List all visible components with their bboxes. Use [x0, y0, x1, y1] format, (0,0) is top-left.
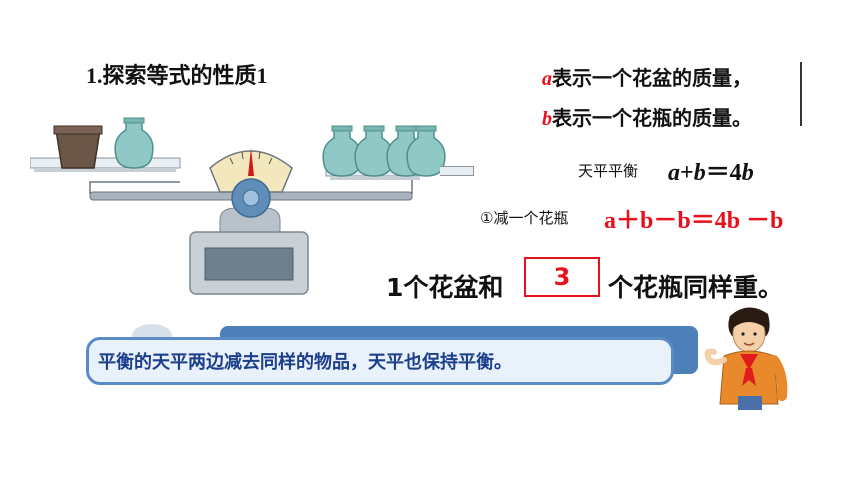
vase-icon [114, 117, 154, 169]
answer-box: 3 [524, 257, 600, 297]
balance-label: 天平平衡 [578, 162, 639, 180]
definition-line-a: a表示一个花盆的质量， [542, 62, 752, 91]
step-label: ①减一个花瓶 [480, 209, 569, 227]
vase-icon [322, 125, 362, 177]
eq1-b: b [693, 160, 706, 186]
variable-b: b [542, 108, 552, 130]
variable-a: a [542, 68, 552, 90]
eq1-a: a [668, 160, 680, 186]
speech-bubble-text: 平衡的天平两边减去同样的物品，天平也保持平衡。 [98, 352, 512, 373]
answer-prefix: 1个花盆和 [386, 273, 504, 302]
definition-text-b: 表示一个花瓶的质量。 [552, 108, 752, 130]
eq1-plus: + [680, 160, 694, 186]
speech-bubble [86, 337, 674, 385]
answer-suffix: 个花瓶同样重。 [608, 273, 784, 302]
vase-icon [406, 125, 446, 177]
left-pan [30, 157, 181, 172]
definition-divider [800, 62, 802, 126]
definition-line-b: b表示一个花瓶的质量。 [542, 102, 752, 131]
definition-text-a: 表示一个花盆的质量， [552, 68, 752, 90]
equation-subtract: a＋b－b＝4b －b [604, 208, 784, 234]
section-title: 1.探索等式的性质1 [86, 63, 268, 88]
balance-scale-illustration [30, 117, 420, 295]
scale-base [189, 207, 309, 295]
student-character-icon [704, 307, 788, 410]
bubble-tail [673, 348, 689, 368]
eq1-b2: b [741, 160, 754, 186]
eq1-equals: ＝4 [705, 160, 742, 186]
flower-pot-icon [53, 125, 103, 169]
scale-dial [209, 148, 293, 218]
equation-balanced: a+b＝4b [668, 152, 754, 187]
right-pan-edge [440, 166, 474, 176]
